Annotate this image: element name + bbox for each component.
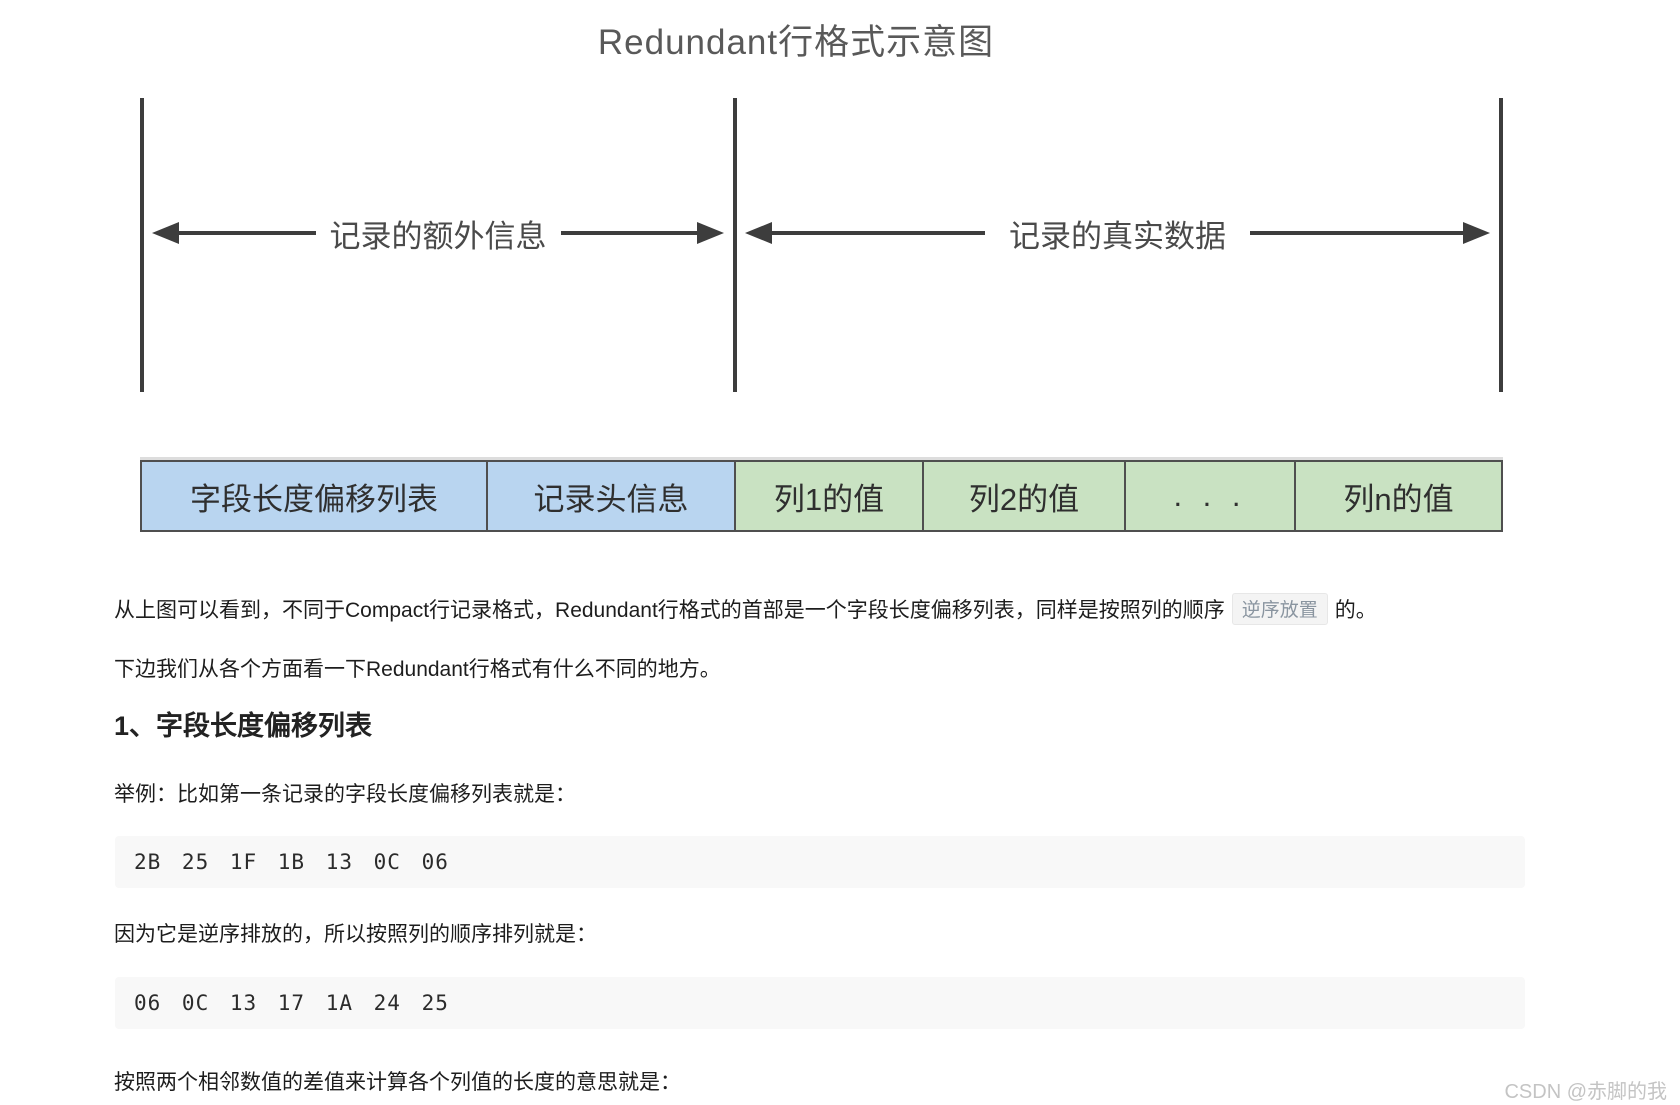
- code-block-offset-list: 2B 25 1F 1B 13 0C 06: [115, 836, 1525, 888]
- figure-title: Redundant行格式示意图: [597, 23, 995, 62]
- paragraph-overview: 从上图可以看到，不同于Compact行记录格式，Redundant行格式的首部是…: [114, 593, 1377, 625]
- cell-record-header-info: 记录头信息: [486, 462, 734, 530]
- cell-columnN-value: 列n的值: [1294, 462, 1501, 530]
- arrow-shaft: [1250, 231, 1463, 235]
- arrowhead-left-icon: [745, 222, 772, 244]
- cell-column2-value: 列2的值: [922, 462, 1124, 530]
- paragraph-difference: 按照两个相邻数值的差值来计算各个列值的长度的意思就是：: [114, 1071, 681, 1094]
- code-text: 2B 25 1F 1B 13 0C 06: [134, 850, 449, 874]
- arrow-shaft: [179, 231, 316, 235]
- boundary-line-middle: [733, 98, 737, 392]
- cell-field-length-offset-list: 字段长度偏移列表: [142, 462, 486, 530]
- extra-info-span: 记录的额外信息: [152, 211, 724, 255]
- record-structure-row: 字段长度偏移列表 记录头信息 列1的值 列2的值 . . . 列n的值: [140, 460, 1503, 532]
- code-block-ordered-list: 06 0C 13 17 1A 24 25: [115, 977, 1525, 1029]
- paragraph-text: 的。: [1334, 599, 1377, 622]
- csdn-watermark: CSDN @赤脚的我: [1504, 1081, 1667, 1103]
- boundary-line-left: [140, 98, 144, 392]
- inline-code-reverse-order: 逆序放置: [1231, 593, 1328, 625]
- extra-info-label: 记录的额外信息: [329, 218, 547, 254]
- arrowhead-right-icon: [697, 222, 724, 244]
- arrowhead-left-icon: [152, 222, 179, 244]
- cell-ellipsis: . . .: [1124, 462, 1294, 530]
- paragraph-text: 从上图可以看到，不同于Compact行记录格式，Redundant行格式的首部是…: [114, 599, 1225, 622]
- section-heading-1: 1、字段长度偏移列表: [114, 711, 373, 741]
- cell-column1-value: 列1的值: [734, 462, 922, 530]
- real-data-span: 记录的真实数据: [745, 211, 1490, 255]
- code-text: 06 0C 13 17 1A 24 25: [134, 991, 449, 1015]
- paragraph-reverse-order: 因为它是逆序排放的，所以按照列的顺序排列就是：: [114, 923, 597, 946]
- arrow-shaft: [772, 231, 985, 235]
- real-data-label: 记录的真实数据: [1009, 218, 1226, 254]
- boundary-line-right: [1499, 98, 1503, 392]
- arrow-shaft: [560, 231, 697, 235]
- paragraph-example: 举例：比如第一条记录的字段长度偏移列表就是：: [114, 783, 576, 806]
- arrowhead-right-icon: [1463, 222, 1490, 244]
- paragraph-intro: 下边我们从各个方面看一下Redundant行格式有什么不同的地方。: [114, 658, 721, 681]
